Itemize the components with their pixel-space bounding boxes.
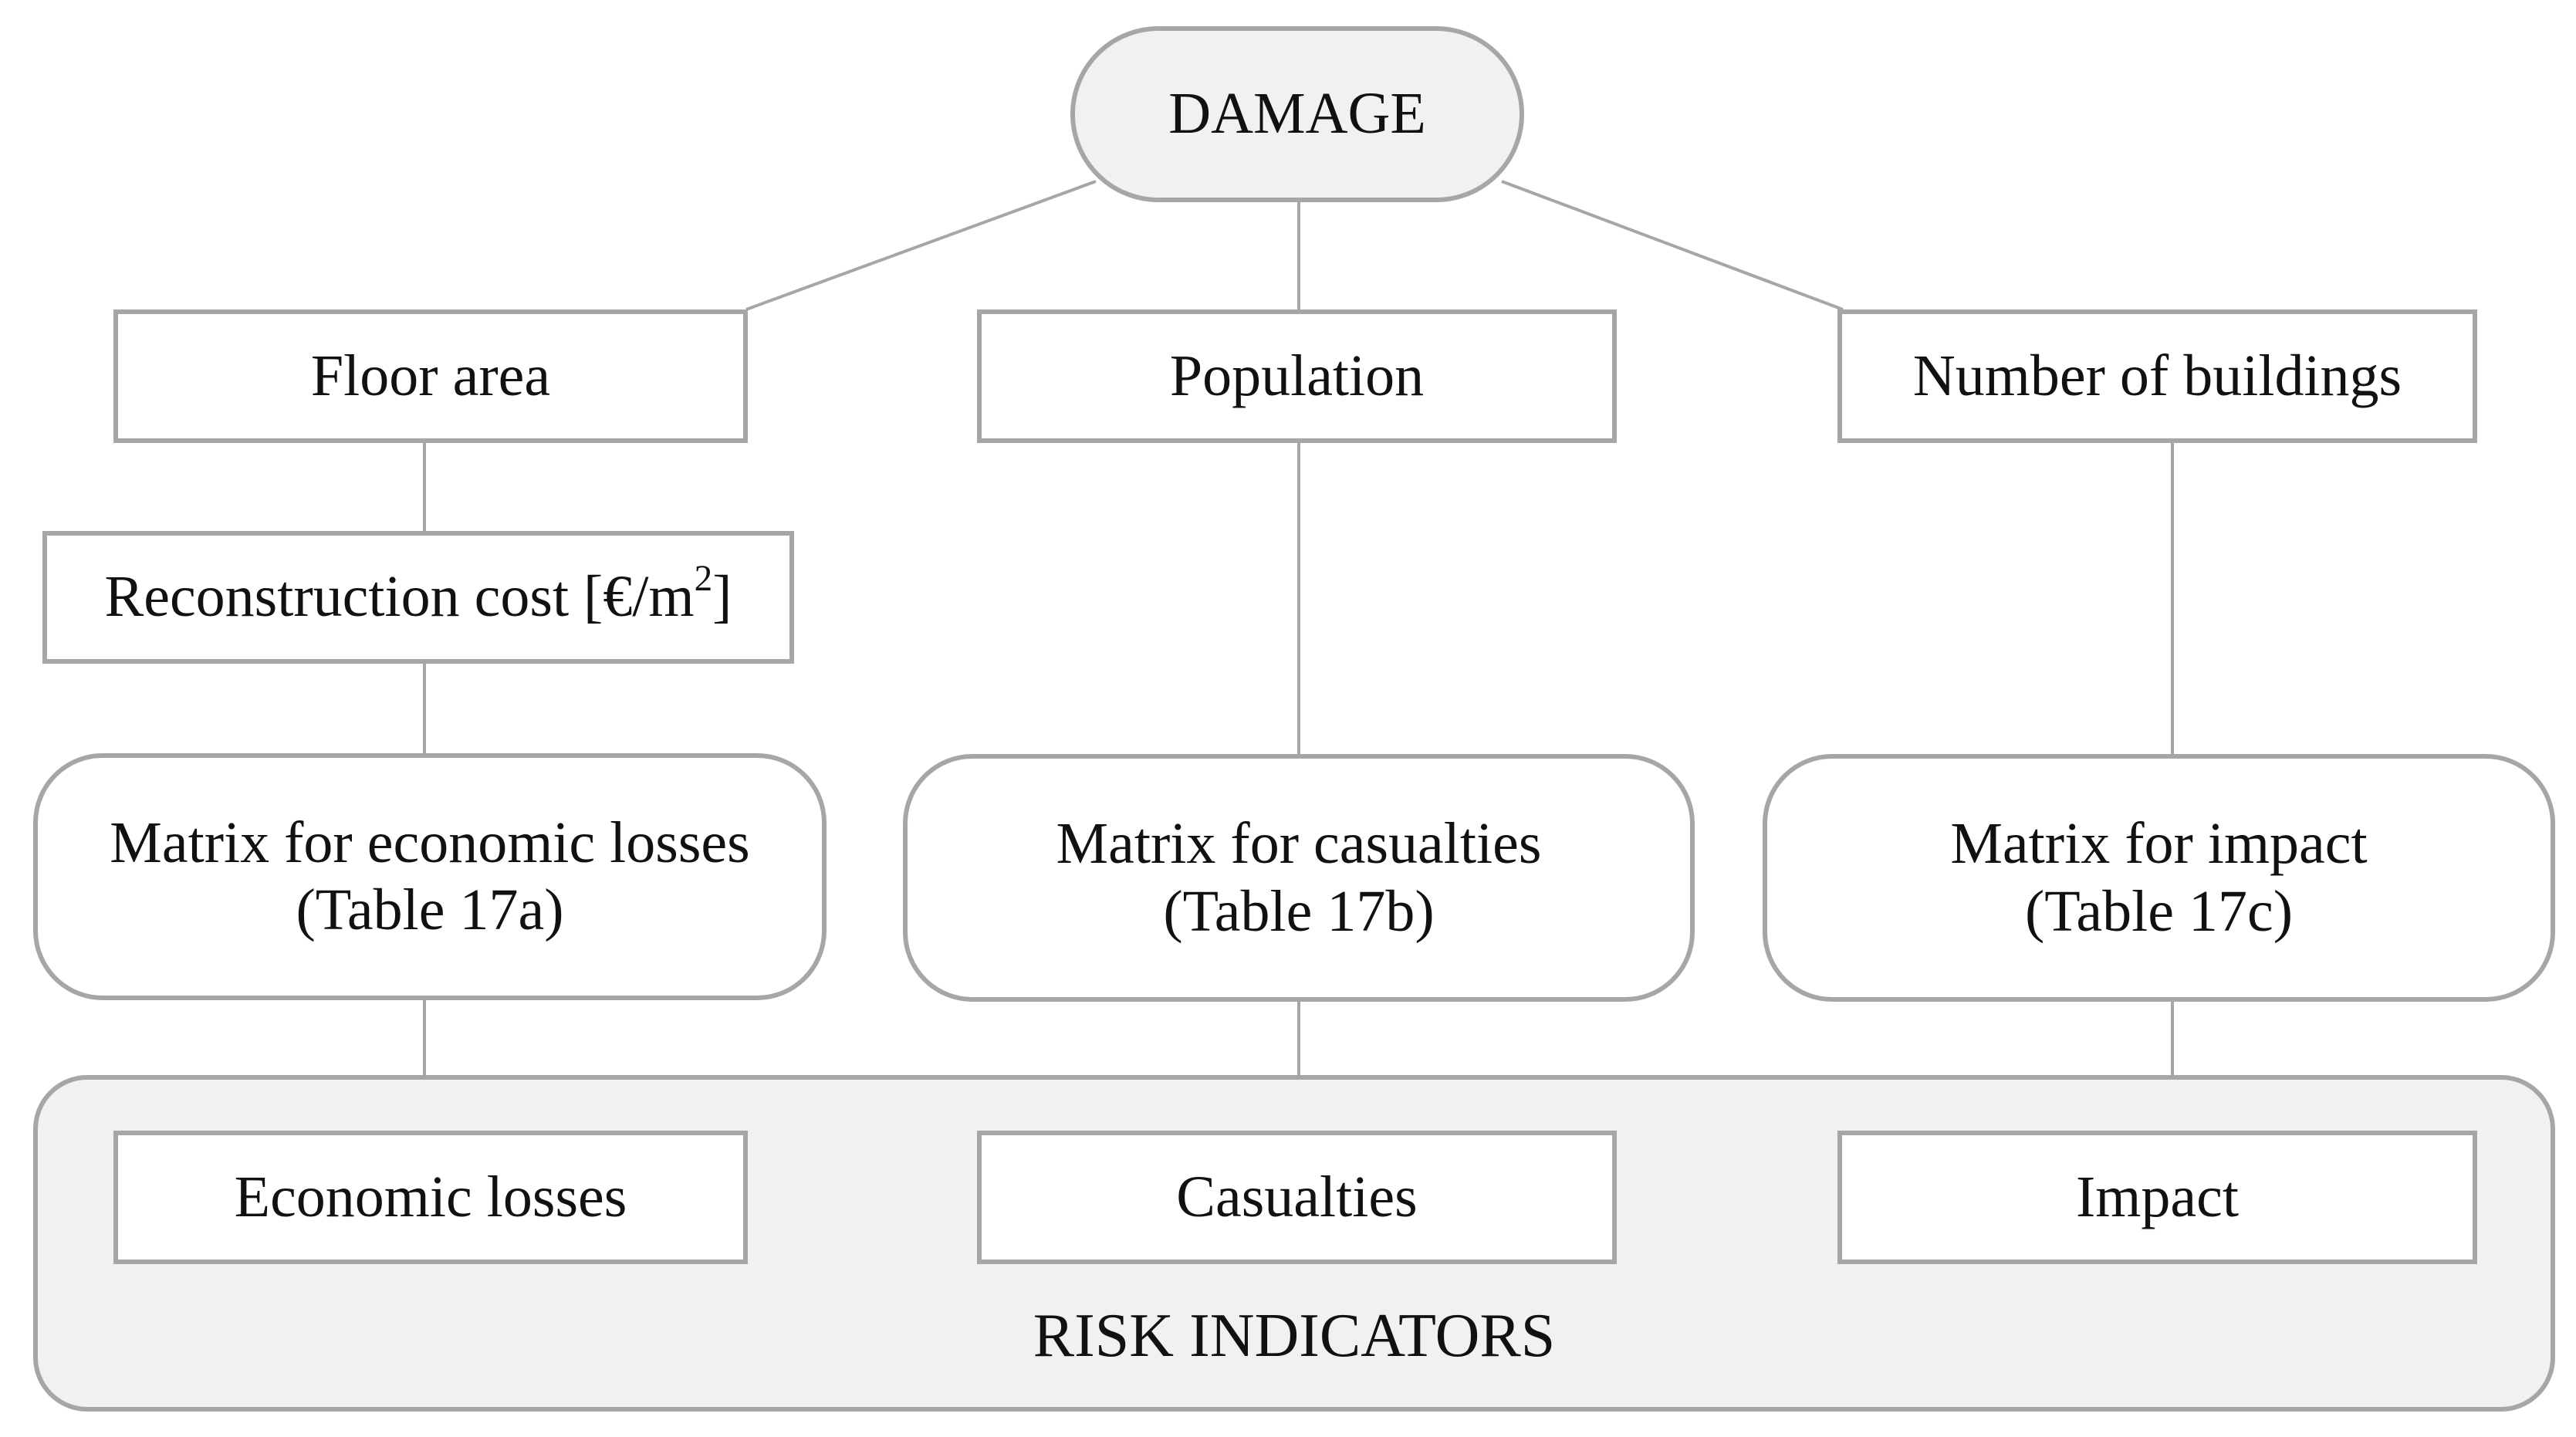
impact-matrix-line1: Matrix for impact [1950,811,2368,877]
damage-label: DAMAGE [1168,81,1426,147]
population-label: Population [1169,343,1425,408]
floor-area-label: Floor area [310,343,551,408]
impact-matrix-line2: (Table 17c) [2024,878,2294,944]
reconstruction-cost-superscript: 2 [694,558,713,599]
economic-matrix-node: Matrix for economic losses (Table 17a) [33,753,827,1000]
impact-matrix-node: Matrix for impact (Table 17c) [1763,754,2555,1002]
number-of-buildings-node: Number of buildings [1837,309,2477,443]
connector-damage-floor-area [745,180,1097,311]
casualties-matrix-line2: (Table 17b) [1163,878,1435,944]
casualties-matrix-line1: Matrix for casualties [1056,811,1542,877]
risk-indicators-title: RISK INDICATORS [1033,1302,1556,1370]
casualties-node: Casualties [977,1131,1617,1264]
reconstruction-cost-suffix: ] [712,564,732,630]
casualties-matrix-node: Matrix for casualties (Table 17b) [903,754,1695,1002]
reconstruction-cost-node: Reconstruction cost [€/m2] [42,531,794,664]
population-node: Population [977,309,1617,443]
impact-node: Impact [1837,1131,2477,1264]
impact-matrix-label: Matrix for impact (Table 17c) [1950,810,2367,945]
damage-node: DAMAGE [1070,26,1524,202]
floor-area-node: Floor area [113,309,748,443]
casualties-label: Casualties [1176,1164,1418,1229]
connector-damage-buildings [1501,180,1844,311]
casualties-matrix-label: Matrix for casualties (Table 17b) [1056,810,1542,945]
reconstruction-cost-label: Reconstruction cost [€/m2] [104,560,732,631]
economic-losses-node: Economic losses [113,1131,748,1264]
economic-matrix-line1: Matrix for economic losses [110,810,750,875]
economic-matrix-line2: (Table 17a) [296,877,564,942]
economic-losses-label: Economic losses [234,1164,627,1229]
economic-matrix-label: Matrix for economic losses (Table 17a) [110,810,749,945]
reconstruction-cost-text: Reconstruction cost [€/m [104,564,695,630]
impact-label: Impact [2075,1164,2239,1229]
number-of-buildings-label: Number of buildings [1912,343,2402,408]
